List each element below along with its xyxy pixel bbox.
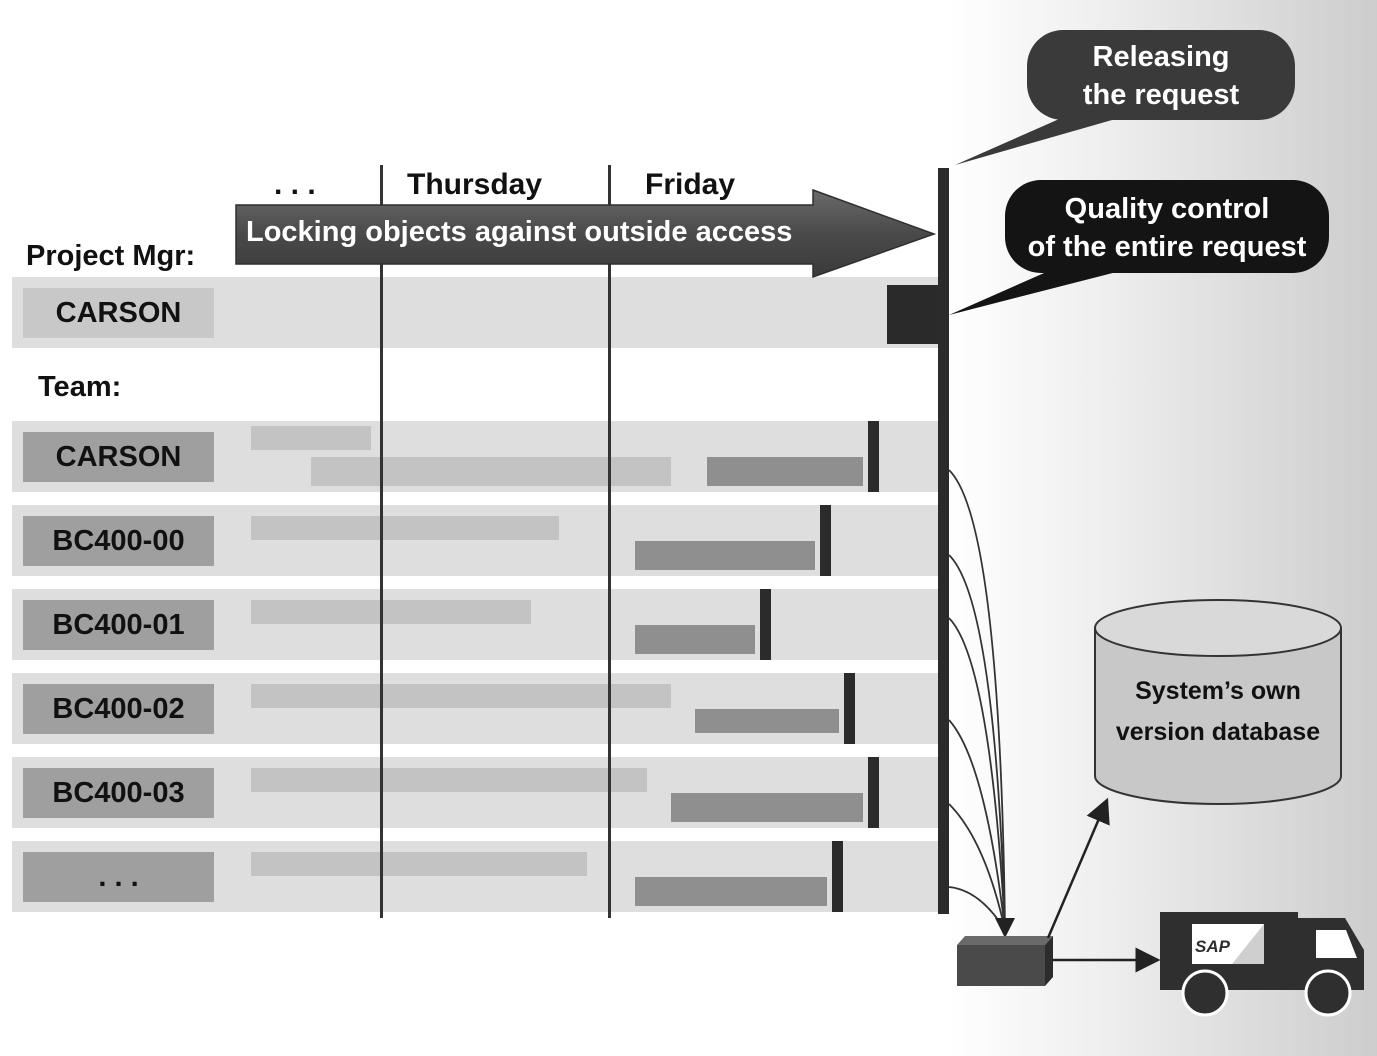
task-bar xyxy=(251,426,371,450)
team-member-name: BC400-02 xyxy=(23,684,214,734)
day-label-thursday: Thursday xyxy=(407,168,543,201)
day-label-friday: Friday xyxy=(645,168,736,201)
lock-arrow-label: Locking objects against outside access xyxy=(246,216,793,248)
quality-control-block xyxy=(887,285,938,344)
quality-control-callout xyxy=(949,180,1329,315)
arrow-to-database xyxy=(1046,797,1110,939)
task-bar xyxy=(251,852,587,876)
team-row-bc400-03: BC400-03 xyxy=(12,757,938,828)
team-member-name: BC400-03 xyxy=(23,768,214,818)
project-manager-name: CARSON xyxy=(23,288,214,338)
version-connector-lines xyxy=(948,469,1015,938)
right-background xyxy=(948,0,1377,1056)
task-release-mark xyxy=(868,421,879,492)
task-bar-active xyxy=(635,625,755,654)
release-timeline xyxy=(938,168,949,914)
sap-logo-text: SAP xyxy=(1195,937,1230,956)
day-label-previous: . . . xyxy=(274,168,316,201)
day-divider-line xyxy=(380,165,383,918)
task-bar-active xyxy=(635,541,815,570)
team-row-bc400-00: BC400-00 xyxy=(12,505,938,576)
team-member-name: CARSON xyxy=(23,432,214,482)
team-member-name: BC400-01 xyxy=(23,600,214,650)
team-row-carson: CARSON xyxy=(12,421,938,492)
task-bar xyxy=(251,600,531,624)
task-bar xyxy=(311,457,671,486)
day-divider-line xyxy=(608,165,611,918)
team-member-name: BC400-00 xyxy=(23,516,214,566)
task-bar-active xyxy=(707,457,863,486)
quality-callout-text: Quality control of the entire request xyxy=(1027,193,1307,263)
release-callout xyxy=(955,30,1295,165)
task-bar xyxy=(251,684,671,708)
team-row-more: . . . xyxy=(12,841,938,912)
task-release-mark xyxy=(820,505,831,576)
task-release-mark xyxy=(760,589,771,660)
lock-arrow xyxy=(235,188,937,279)
task-bar xyxy=(251,768,647,792)
task-release-mark xyxy=(844,673,855,744)
team-row-bc400-01: BC400-01 xyxy=(12,589,938,660)
team-member-name: . . . xyxy=(23,852,214,902)
project-manager-row: CARSON xyxy=(12,277,938,348)
team-row-bc400-02: BC400-02 xyxy=(12,673,938,744)
database-label: System’s own version database xyxy=(1115,677,1321,746)
task-bar xyxy=(251,516,559,540)
task-release-mark xyxy=(868,757,879,828)
release-callout-text: Releasing the request xyxy=(1082,41,1240,111)
version-database-cylinder xyxy=(1094,599,1342,805)
task-bar-active xyxy=(635,877,827,906)
project-manager-label: Project Mgr: xyxy=(26,240,196,272)
task-bar-active xyxy=(671,793,863,822)
team-label: Team: xyxy=(38,371,122,403)
task-bar-active xyxy=(695,709,839,733)
task-release-mark xyxy=(832,841,843,912)
delivery-truck xyxy=(1160,912,1364,1017)
version-box xyxy=(957,936,1053,986)
